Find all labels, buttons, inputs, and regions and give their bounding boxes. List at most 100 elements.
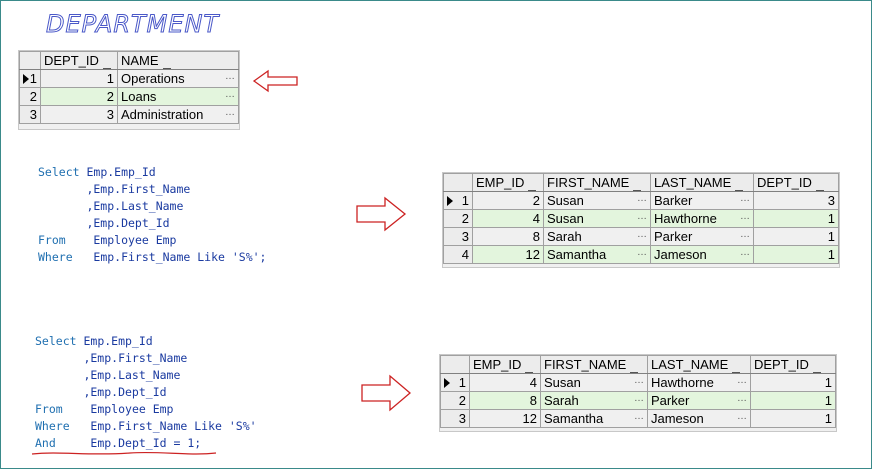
cell-dept-id[interactable]: 3 [40,105,118,124]
cell-emp-id[interactable]: 4 [472,209,544,228]
cell-first-name[interactable]: Susan … [543,209,651,228]
sql-line: Select Emp.Emp_Id [35,334,153,348]
cell-first-name[interactable]: Susan… [543,191,651,210]
ellipsis-icon[interactable]: … [637,211,647,222]
cell-emp-id[interactable]: 8 [472,227,544,246]
cell-first-name-text: Sarah [547,229,582,244]
sql-text: ,Emp.First_Name [38,182,191,196]
column-header-dept-id[interactable]: DEPT_ID [40,51,118,70]
sql-text: ,Emp.Dept_Id [38,216,170,230]
cell-first-name[interactable]: Sarah … [543,227,651,246]
cell-emp-id[interactable]: 12 [472,245,544,264]
cell-dept-id[interactable]: 1 [753,227,839,246]
ellipsis-icon[interactable]: … [740,247,750,258]
cell-emp-id[interactable]: 8 [469,391,541,410]
column-header-first-name[interactable]: FIRST_NAME [543,173,651,192]
cell-emp-id[interactable]: 4 [469,373,541,392]
sql-text: ,Emp.Last_Name [35,368,181,382]
cell-last-name[interactable]: Parker… [647,391,751,410]
row-header[interactable]: 2 [440,391,470,410]
cell-last-name-text: Hawthorne [651,375,714,390]
right-arrow-icon [361,374,412,412]
row-header[interactable]: 3 [440,409,470,428]
cell-name[interactable]: Operations… [117,69,239,88]
ellipsis-icon[interactable]: … [737,375,747,386]
cell-last-name-text: Barker [654,193,693,208]
ellipsis-icon[interactable]: … [740,229,750,240]
cell-name[interactable]: Administration … [117,105,239,124]
cell-last-name[interactable]: Jameson … [650,245,754,264]
ellipsis-icon[interactable]: … [737,393,747,404]
cell-dept-id[interactable]: 1 [750,409,836,428]
cell-dept-id[interactable]: 1 [750,373,836,392]
row-header[interactable]: 2 [19,87,41,106]
sql-line: ,Emp.Last_Name [38,199,183,213]
cell-name[interactable]: Loans… [117,87,239,106]
cell-last-name[interactable]: Barker … [650,191,754,210]
sql-keyword: Select [35,334,77,348]
column-header-name[interactable]: NAME [117,51,239,70]
cell-first-name[interactable]: Samantha… [540,409,648,428]
ellipsis-icon[interactable]: … [225,71,235,82]
column-header-first-name[interactable]: FIRST_NAME [540,355,648,374]
cell-first-name-text: Susan [547,211,584,226]
ellipsis-icon[interactable]: … [740,193,750,204]
ellipsis-icon[interactable]: … [225,107,235,118]
cell-last-name[interactable]: Hawthorne… [650,209,754,228]
column-header-dept-id[interactable]: DEPT_ID [753,173,839,192]
ellipsis-icon[interactable]: … [637,229,647,240]
ellipsis-icon[interactable]: … [225,89,235,100]
row-header[interactable]: 2 [443,209,473,228]
cell-dept-id[interactable]: 1 [753,209,839,228]
row-header[interactable]: 4 [443,245,473,264]
cell-dept-id[interactable]: 1 [753,245,839,264]
cell-last-name-text: Jameson [654,247,707,262]
ellipsis-icon[interactable]: … [634,411,644,422]
row-header-corner [19,51,41,70]
row-number: 2 [461,211,469,226]
sql-text: ,Emp.First_Name [35,351,188,365]
cell-dept-id[interactable]: 1 [40,69,118,88]
ellipsis-icon[interactable]: … [637,247,647,258]
cell-first-name[interactable]: Susan… [540,373,648,392]
column-header-dept-id[interactable]: DEPT_ID [750,355,836,374]
cell-dept-id[interactable]: 1 [750,391,836,410]
sql-line: And Emp.Dept_Id = 1; [35,436,201,450]
cell-first-name[interactable]: Samantha… [543,245,651,264]
column-header-emp-id[interactable]: EMP_ID [469,355,541,374]
column-header-emp-id[interactable]: EMP_ID [472,173,544,192]
cell-dept-id[interactable]: 2 [40,87,118,106]
cell-first-name[interactable]: Sarah… [540,391,648,410]
cell-dept-id[interactable]: 3 [753,191,839,210]
ellipsis-icon[interactable]: … [634,393,644,404]
column-header-last-name[interactable]: LAST_NAME [647,355,751,374]
cell-last-name[interactable]: Parker… [650,227,754,246]
cell-emp-id[interactable]: 2 [472,191,544,210]
row-header[interactable]: 1 [440,373,470,392]
ellipsis-icon[interactable]: … [634,375,644,386]
column-header-last-name[interactable]: LAST_NAME [650,173,754,192]
cell-last-name[interactable]: Jameson… [647,409,751,428]
sql-line: Where Emp.First_Name Like 'S%' [35,419,257,433]
cell-last-name[interactable]: Hawthorne … [647,373,751,392]
left-arrow-icon [252,69,298,93]
ellipsis-icon[interactable]: … [637,193,647,204]
row-header[interactable]: 3 [443,227,473,246]
row-header[interactable]: 3 [19,105,41,124]
row-header[interactable]: 1 [443,191,473,210]
ellipsis-icon[interactable]: … [737,411,747,422]
cell-name-text: Administration [121,107,204,122]
cell-emp-id[interactable]: 12 [469,409,541,428]
ellipsis-icon[interactable]: … [740,211,750,222]
row-header[interactable]: 1 [19,69,41,88]
